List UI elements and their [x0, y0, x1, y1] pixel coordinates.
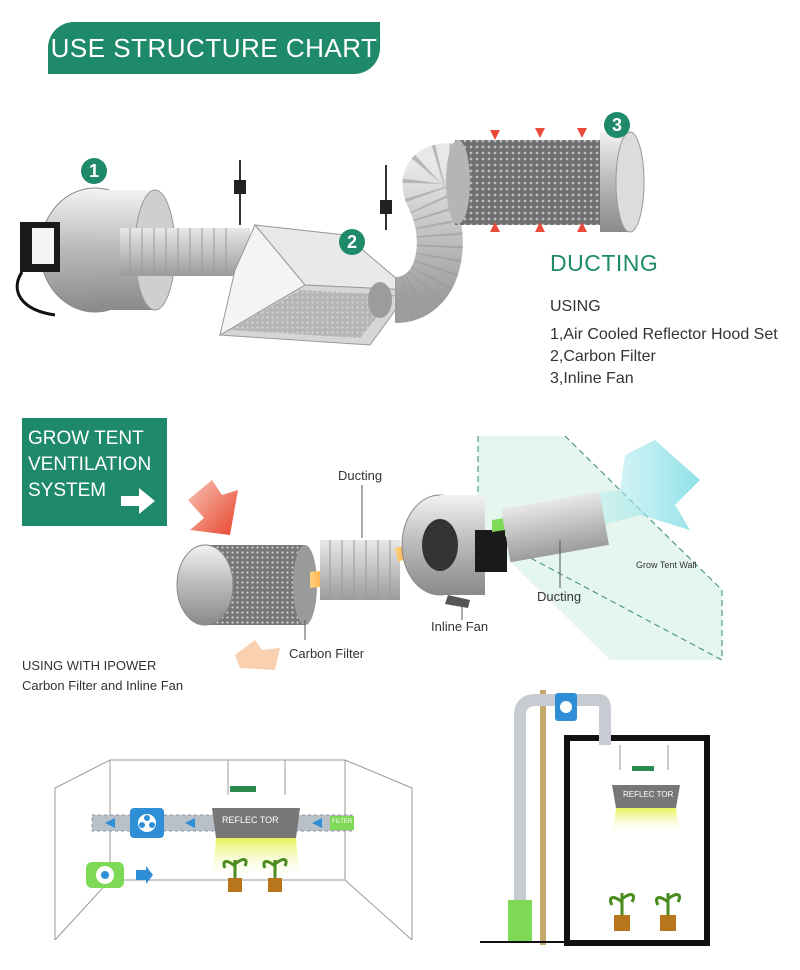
- box-line-2: VENTILATION: [28, 454, 152, 475]
- marker-3: 3: [604, 112, 630, 138]
- box-line-1: GROW TENT: [28, 428, 144, 449]
- label-ducting-bottom: Ducting: [537, 589, 582, 604]
- ducting-heading: DUCTING: [550, 250, 659, 276]
- section-title-banner: USE STRUCTURE CHART: [48, 22, 380, 74]
- right-arrow-icon: [121, 488, 155, 514]
- reflector-label-left: REFLEC TOR: [222, 815, 279, 825]
- filter-tag-label: FILTER: [332, 819, 353, 825]
- marker-1: 1: [81, 158, 107, 184]
- using-item-2: 2,Carbon Filter: [550, 348, 656, 365]
- grow-tent-ventilation-box: GROW TENT VENTILATION SYSTEM: [22, 418, 167, 526]
- reflector-hood-image: [218, 224, 412, 346]
- reflector-label-right: REFLEC TOR: [623, 790, 674, 799]
- using-item-3: 3,Inline Fan: [550, 370, 634, 387]
- inline-fan-image: [15, 187, 176, 317]
- label-ducting-top: Ducting: [338, 468, 383, 483]
- using-list: USING 1,Air Cooled Reflector Hood Set 2,…: [550, 296, 778, 390]
- box-line-3: SYSTEM: [28, 480, 107, 501]
- using-with-subtitle: Carbon Filter and Inline Fan: [22, 678, 184, 693]
- using-title: USING: [550, 298, 601, 315]
- using-with-title: USING WITH IPOWER: [22, 658, 157, 673]
- carbon-filter-image: [446, 131, 645, 233]
- label-inline-fan: Inline Fan: [431, 619, 489, 634]
- using-item-1: 1,Air Cooled Reflector Hood Set: [550, 326, 778, 343]
- label-carbon-filter: Carbon Filter: [289, 646, 365, 661]
- label-grow-tent-wall: Grow Tent Wall: [636, 560, 697, 570]
- marker-2: 2: [339, 229, 365, 255]
